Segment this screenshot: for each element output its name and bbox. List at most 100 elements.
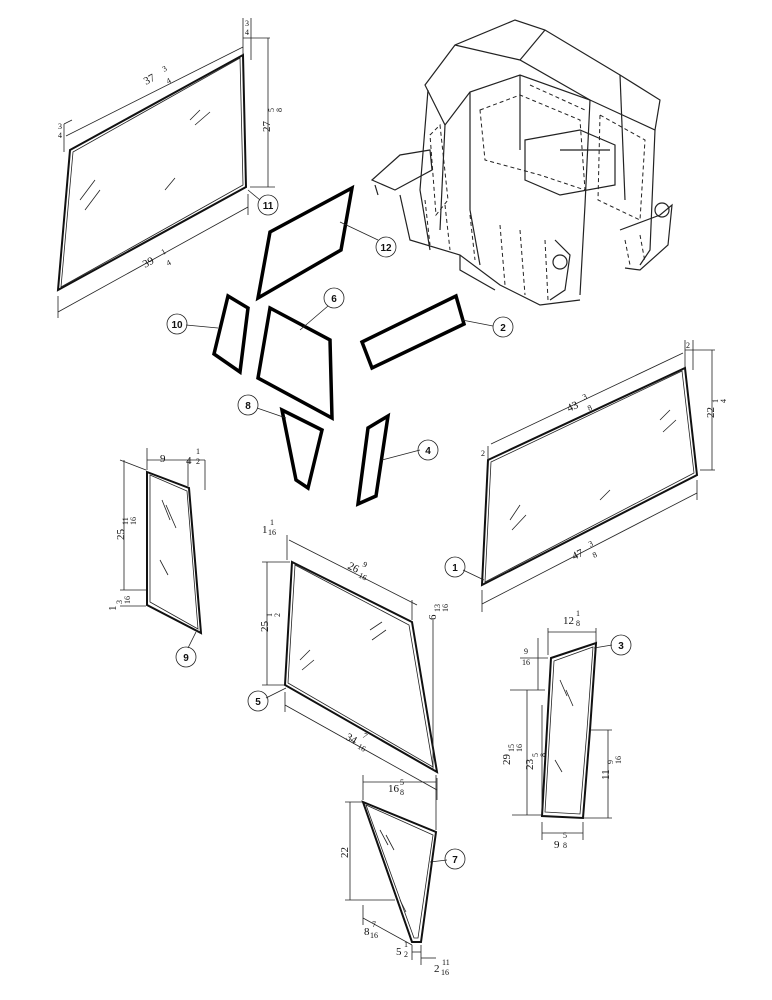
dim-p7-top-w: 16 bbox=[388, 783, 400, 795]
callout-4: 4 bbox=[425, 446, 431, 457]
callout-circle-10 bbox=[166, 313, 188, 335]
callout-circle-3 bbox=[610, 634, 632, 656]
exploded-glass-set bbox=[212, 184, 467, 507]
dim-p5-bot-wd: 16 bbox=[356, 742, 367, 754]
callout-circle-7 bbox=[444, 848, 466, 870]
dim-p9-top-rd: 2 bbox=[196, 457, 200, 466]
glass-shape-6 bbox=[256, 305, 334, 421]
dim-p7-bl: 8 bbox=[364, 926, 370, 938]
callout-circle-6 bbox=[323, 287, 345, 309]
dim-p3-rn: 9 bbox=[606, 760, 615, 764]
dim-p11-tr-n: 3 bbox=[245, 19, 249, 28]
dim-p3-bot-w: 9 bbox=[554, 839, 560, 851]
dim-p1-hd: 4 bbox=[719, 399, 728, 403]
callout-2: 2 bbox=[500, 323, 506, 334]
glass-shape-4 bbox=[355, 412, 391, 507]
dim-p3-hd: 16 bbox=[515, 744, 524, 752]
dim-p9-b: 1 bbox=[107, 606, 119, 612]
dim-p7-bmn: 1 bbox=[404, 940, 408, 949]
dim-p1-top-wn: 3 bbox=[581, 392, 588, 402]
dim-p11-bot-wn: 1 bbox=[160, 247, 168, 257]
dim-p7-brd: 16 bbox=[441, 968, 449, 977]
dim-p11-hd: 8 bbox=[275, 108, 284, 112]
dim-p1-hn: 1 bbox=[711, 399, 720, 403]
dim-p3-r: 11 bbox=[600, 769, 612, 780]
dim-p9-top-w: 9 bbox=[160, 453, 166, 465]
dim-p1-bot-wn: 3 bbox=[587, 539, 594, 549]
glass-panel-1 bbox=[480, 366, 699, 587]
dim-p3-top-wd: 8 bbox=[576, 619, 580, 628]
glass-panel-11 bbox=[56, 53, 248, 292]
dim-p5-bot-w: 34 bbox=[344, 731, 360, 747]
callout-8: 8 bbox=[245, 401, 251, 412]
dim-p3-top-w: 12 bbox=[563, 615, 574, 627]
dim-p3-bot-wn: 5 bbox=[563, 831, 567, 840]
dim-p5-rd: 16 bbox=[441, 604, 450, 612]
dimensions-panel-1: 43 3 8 22 1 4 47 3 8 2 2 bbox=[481, 340, 728, 612]
dim-p3-top-wn: 1 bbox=[576, 609, 580, 618]
callout-circle-1 bbox=[444, 556, 466, 578]
dim-p1-top-wd: 8 bbox=[586, 403, 593, 413]
dim-p9-top-rn: 1 bbox=[196, 447, 200, 456]
dim-p3-rd: 16 bbox=[614, 756, 623, 764]
dim-p7-br: 2 bbox=[434, 963, 440, 975]
dim-p5-hn: 1 bbox=[265, 613, 274, 617]
dim-p7-h: 22 bbox=[339, 847, 351, 858]
dim-p3-tl-n: 9 bbox=[524, 647, 528, 656]
dimensions-panel-7: 16 5 8 22 8 7 16 5 1 2 2 11 16 bbox=[339, 775, 450, 977]
dim-p11-hn: 5 bbox=[267, 108, 276, 112]
dim-p5-top-wn: 9 bbox=[361, 560, 369, 570]
dim-p9-top-r: 4 bbox=[186, 455, 192, 467]
glass-shape-10 bbox=[212, 293, 250, 376]
glass-panel-5 bbox=[283, 560, 439, 774]
dim-p11-top-w: 37 bbox=[142, 72, 158, 88]
callout-10: 10 bbox=[171, 320, 183, 331]
callout-5: 5 bbox=[255, 697, 261, 708]
dim-p5-h: 25 bbox=[259, 621, 271, 633]
svg-text:37: 37 bbox=[142, 72, 158, 88]
dim-p5-tld: 16 bbox=[268, 528, 276, 537]
glass-panel-7 bbox=[361, 800, 438, 943]
cab-illustration bbox=[370, 19, 673, 306]
dim-p7-top-wn: 5 bbox=[400, 778, 404, 787]
callout-circle-2 bbox=[492, 316, 514, 338]
dim-p1-h: 22 bbox=[705, 407, 717, 418]
dim-p1-top-w: 43 bbox=[565, 399, 580, 415]
callout-circle-12 bbox=[375, 236, 397, 258]
callout-circle-5 bbox=[247, 690, 269, 712]
dim-p9-hd: 16 bbox=[129, 517, 138, 525]
glass-shape-2 bbox=[359, 293, 467, 371]
dim-p3-h2: 23 bbox=[524, 759, 536, 771]
dim-p5-tl: 1 bbox=[262, 524, 268, 536]
dim-p5-hd: 2 bbox=[273, 613, 282, 617]
callout-12: 12 bbox=[380, 243, 392, 254]
dim-p11-top-wn: 3 bbox=[161, 64, 169, 74]
dim-p5-rn: 13 bbox=[433, 604, 442, 612]
callout-circle-9 bbox=[175, 646, 197, 668]
dim-p3-tl-d: 16 bbox=[522, 658, 530, 667]
dim-p3-h2n: 5 bbox=[531, 753, 540, 757]
dim-p5-r: 6 bbox=[427, 614, 439, 620]
dimensions-panel-11: 37 3 4 3 4 3 4 27 5 8 39 1 4 bbox=[57, 18, 284, 318]
callout-6: 6 bbox=[331, 294, 337, 305]
dimensions-panel-9: 9 4 1 2 25 11 16 1 3 16 bbox=[107, 447, 206, 612]
callout-11: 11 bbox=[263, 201, 274, 212]
dim-p7-bm: 5 bbox=[396, 946, 402, 958]
glass-shape-8 bbox=[279, 406, 325, 491]
dim-p7-brn: 11 bbox=[442, 958, 450, 967]
callout-circle-4 bbox=[417, 439, 439, 461]
callout-7: 7 bbox=[452, 855, 458, 866]
dim-p9-bd: 16 bbox=[123, 596, 132, 604]
dim-p7-bln: 7 bbox=[372, 920, 376, 929]
dim-p7-bld: 16 bbox=[370, 931, 378, 940]
callout-circle-11 bbox=[257, 194, 279, 216]
callout-3: 3 bbox=[618, 641, 624, 652]
dim-p5-tln: 1 bbox=[270, 518, 274, 527]
dim-p9-bn: 3 bbox=[115, 600, 124, 604]
dim-p3-bot-wd: 8 bbox=[563, 841, 567, 850]
dim-p11-h: 27 bbox=[261, 121, 273, 133]
dim-p3-hn: 15 bbox=[507, 744, 516, 752]
callouts: 11 12 6 10 2 8 4 1 9 5 bbox=[166, 189, 632, 870]
dim-p5-top-wd: 16 bbox=[357, 571, 368, 583]
